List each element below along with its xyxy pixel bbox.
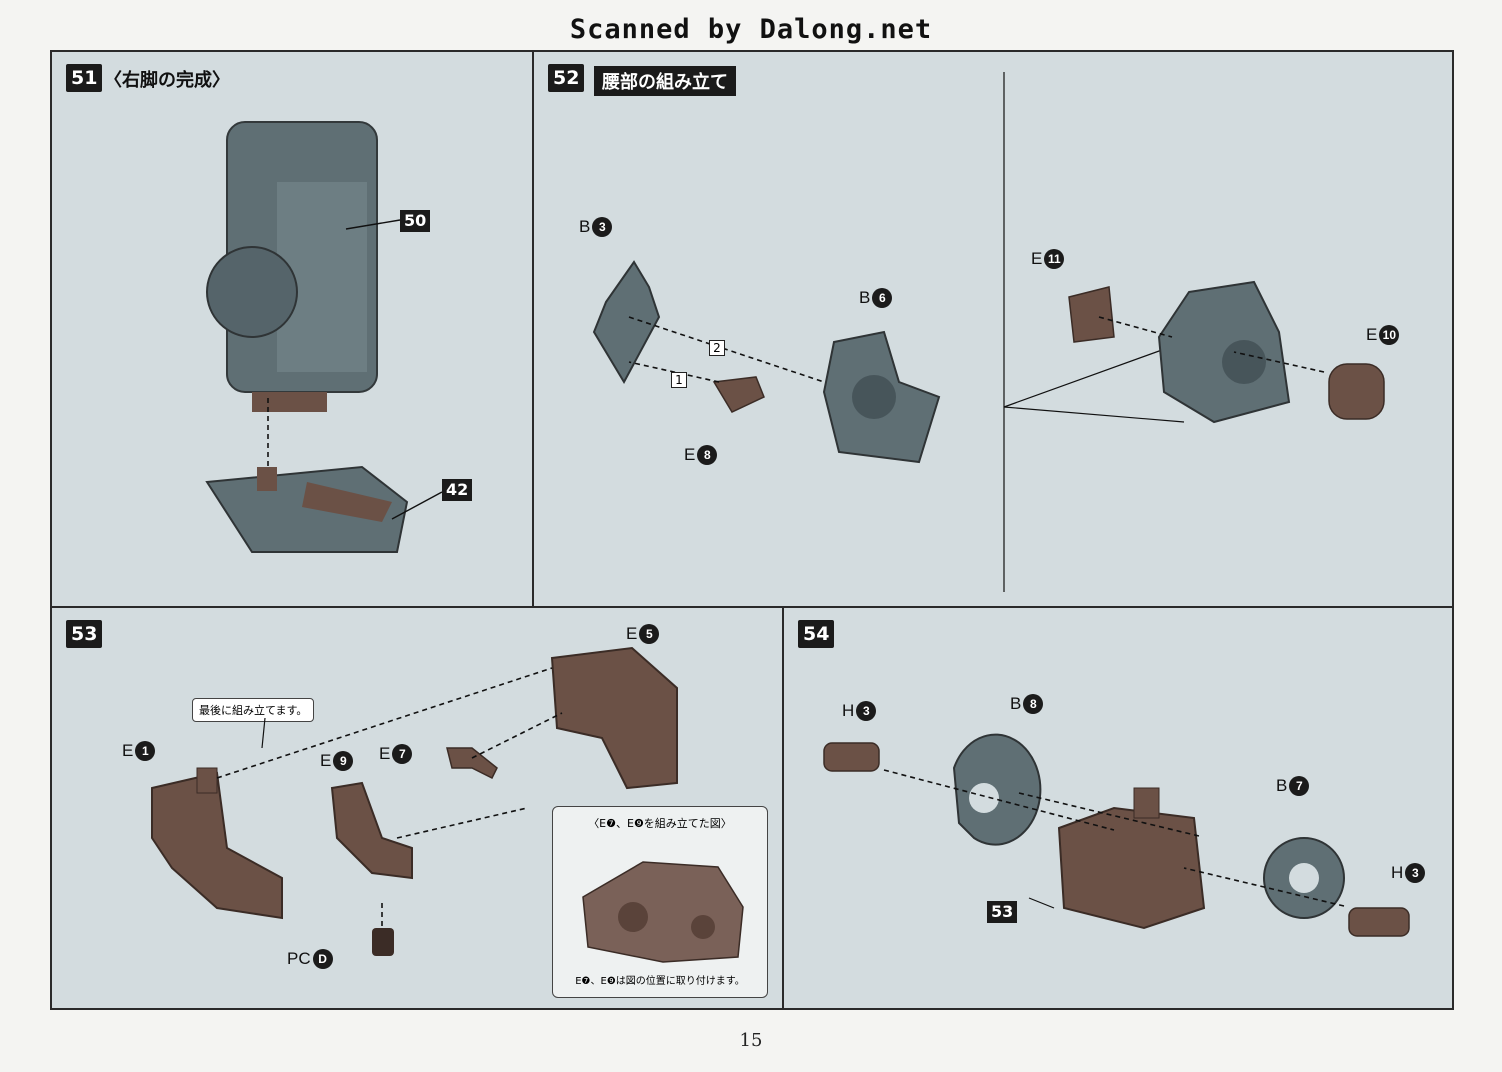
hip-joint-illustration [823,733,1410,937]
inset-title: 〈E❼、E❾を組み立てた図〉 [588,817,732,830]
scan-credit: Scanned by Dalong.net [569,14,933,45]
inset-illustration [582,861,744,963]
step-number: 52 [548,64,585,92]
page-number: 15 [739,1030,763,1051]
step-title: 〈右脚の完成〉 [104,70,230,91]
leg-assembly-illustration [205,121,443,553]
inset-footer: E❼、E❾は図の位置に取り付けます。 [575,976,745,987]
waist-assembly-illustration [592,72,1385,592]
ref-part-53: 53 [987,901,1018,923]
assembly-note: 最後に組み立てます。 [192,698,315,722]
assembled-view-inset: 〈E❼、E❾を組み立てた図〉 E❼、E❾は図の位置に取り付けます。 [552,806,768,998]
step-51-panel: 51 〈右脚の完成〉 50 42 [50,50,534,608]
step-number: 51 [66,64,103,92]
ref-part-42: 42 [442,479,473,501]
waist-frame-illustration [151,646,678,956]
assembly-order-1: 1 [671,372,687,388]
step-title: 腰部の組み立て [594,66,736,96]
ref-part-50: 50 [400,210,431,232]
step-number: 54 [798,620,835,648]
assembly-order-2: 2 [709,340,725,356]
step-number: 53 [66,620,103,648]
